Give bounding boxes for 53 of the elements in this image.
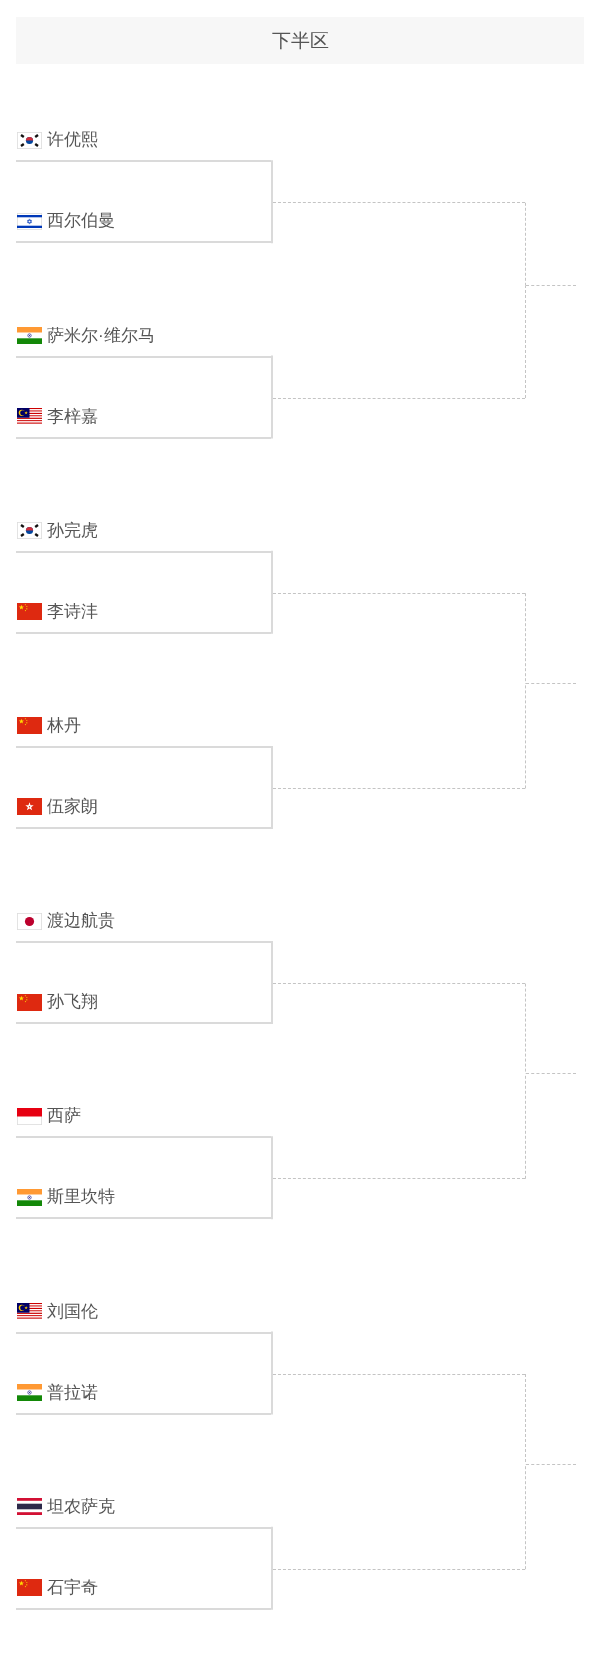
bracket-line — [271, 1136, 273, 1180]
slot-line — [526, 1463, 576, 1465]
bracket-line — [271, 355, 273, 399]
player-name: 坦农萨克 — [47, 1496, 115, 1517]
player-name: 西萨 — [47, 1106, 81, 1127]
player-name: 李梓嘉 — [47, 406, 98, 427]
title-banner: 下半区 — [16, 17, 584, 64]
slot-line — [272, 397, 525, 399]
bracket-line — [271, 397, 273, 439]
bracket-line — [525, 683, 526, 789]
player-name: 西尔伯曼 — [47, 211, 115, 232]
slot-line — [526, 1073, 576, 1074]
bracket-line — [271, 982, 273, 1025]
bracket-line — [271, 1568, 273, 1610]
slot-line — [272, 1373, 525, 1375]
player-name: 刘国伦 — [47, 1301, 98, 1322]
bracket-line — [525, 592, 526, 685]
slot-line — [272, 1568, 525, 1570]
slot-line — [272, 592, 525, 594]
bracket-line — [271, 160, 273, 204]
bracket-line — [271, 1526, 273, 1571]
player-name: 李诗沣 — [47, 601, 98, 622]
player-name: 许优熙 — [47, 130, 98, 151]
player-name: 普拉诺 — [47, 1382, 98, 1403]
bracket-line — [271, 787, 273, 829]
bracket-line — [525, 983, 526, 1074]
bracket-line — [271, 592, 273, 634]
bracket-line — [271, 1373, 273, 1415]
player-name: 石宇奇 — [47, 1577, 98, 1598]
bracket-line — [271, 745, 273, 790]
slot-line — [272, 983, 525, 985]
slot-line — [272, 1178, 525, 1180]
player-name: 萨米尔·维尔马 — [47, 325, 155, 346]
bracket-line — [525, 1373, 526, 1465]
player-name: 林丹 — [47, 715, 81, 736]
bracket-line — [271, 1331, 273, 1375]
bracket-line — [525, 1463, 526, 1570]
bracket-line — [271, 550, 273, 595]
player-name: 斯里坎特 — [47, 1187, 115, 1208]
slot-line — [526, 285, 576, 286]
player-name: 孙完虎 — [47, 520, 98, 541]
bracket-line — [525, 1073, 526, 1180]
bracket-line — [271, 201, 273, 244]
bracket-line — [525, 202, 526, 286]
bracket-line — [271, 1177, 273, 1220]
bracket-line — [271, 941, 273, 985]
bracket-line — [525, 285, 526, 399]
slot-line — [272, 202, 525, 204]
slot-line — [272, 787, 525, 789]
player-name: 孙飞翔 — [47, 992, 98, 1013]
player-name: 渡边航贵 — [47, 911, 115, 932]
player-name: 伍家朗 — [47, 796, 98, 817]
slot-line — [526, 683, 576, 685]
